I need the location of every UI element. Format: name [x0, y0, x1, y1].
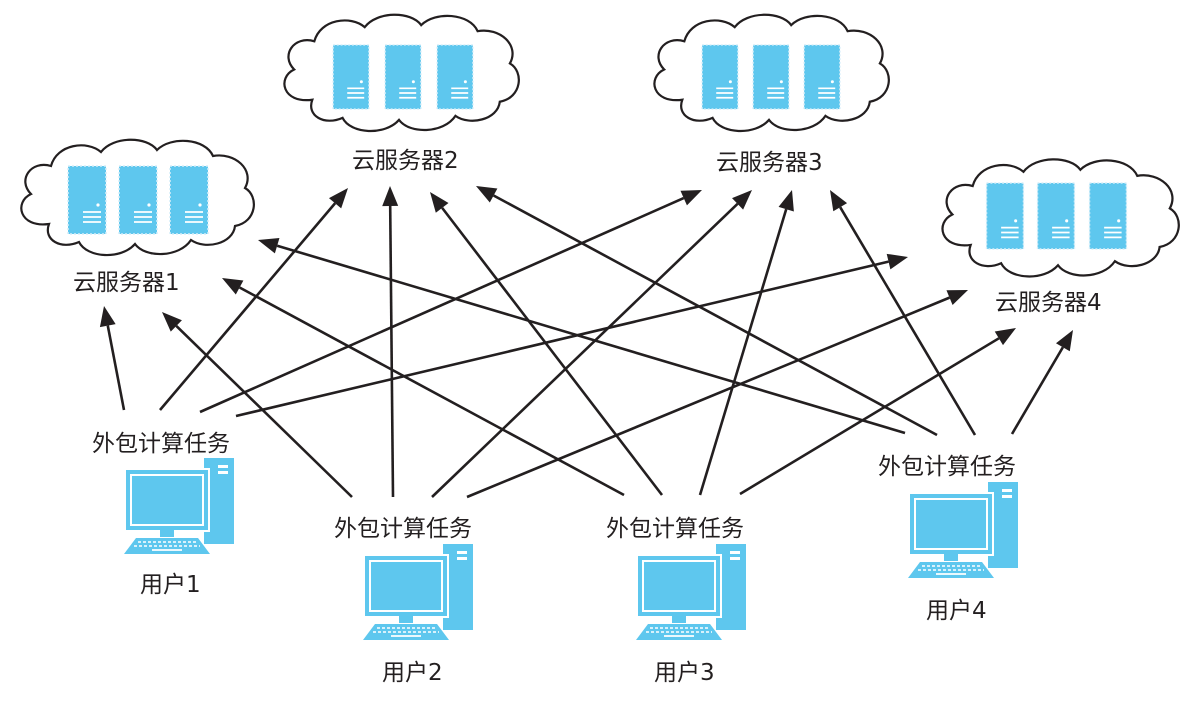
arrow-line: [698, 208, 788, 496]
server-rack-icon: [169, 165, 209, 235]
arrow-user2-to-server3: [431, 190, 752, 498]
arrowhead-icon: [222, 278, 244, 295]
server-rack-icon: [332, 44, 370, 110]
cloud-server-4: 云服务器4: [941, 158, 1180, 316]
arrowhead-icon: [476, 186, 498, 203]
user-4: 外包计算任务 用户4: [878, 454, 1019, 624]
cloud-server-1: 云服务器1: [20, 138, 255, 296]
server-rack-icon: [701, 44, 739, 110]
task-label: 外包计算任务: [878, 454, 1016, 480]
arrowhead-icon: [382, 186, 399, 207]
server-rack-icon: [803, 44, 841, 110]
cloud-server-2: 云服务器2: [283, 13, 520, 174]
arrowhead-icon: [778, 190, 794, 212]
arrowhead-icon: [830, 190, 848, 212]
user-label: 用户3: [654, 660, 715, 686]
arrow-line: [441, 207, 664, 496]
server-label: 云服务器4: [995, 290, 1102, 316]
arrow-user1-to-server4: [235, 253, 908, 418]
arrow-user3-to-server2: [430, 192, 664, 496]
arrow-line: [492, 194, 938, 437]
arrow-line: [199, 196, 685, 414]
arrowhead-icon: [946, 290, 968, 306]
task-label: 外包计算任务: [334, 516, 472, 542]
server-rack-icon: [384, 44, 422, 110]
task-label: 外包计算任务: [92, 431, 230, 457]
arrow-user4-to-server1: [258, 238, 906, 435]
computer-icon: [635, 543, 747, 641]
arrow-line: [175, 325, 353, 498]
task-label: 外包计算任务: [606, 516, 744, 542]
server-label: 云服务器2: [352, 148, 459, 174]
arrow-line: [276, 244, 906, 435]
server-rack-icon: [1036, 182, 1076, 250]
connection-arrows: [99, 186, 1073, 499]
server-label: 云服务器1: [73, 270, 180, 296]
arrow-user1-to-server3: [199, 190, 702, 414]
arrow-line: [159, 202, 337, 411]
arrow-user4-to-server2: [476, 186, 938, 437]
arrow-user4-to-server4: [1010, 330, 1073, 435]
server-rack-icon: [985, 182, 1025, 250]
arrow-line: [466, 296, 951, 499]
arrowhead-icon: [994, 328, 1016, 346]
arrow-line: [106, 325, 126, 411]
arrow-user1-to-server2: [159, 188, 348, 411]
arrow-line: [839, 206, 977, 436]
arrowhead-icon: [162, 312, 182, 332]
arrow-user2-to-server4: [466, 290, 968, 499]
user-3: 外包计算任务 用户3: [606, 516, 747, 686]
server-rack-icon: [67, 165, 107, 235]
arrow-line: [238, 286, 625, 497]
arrow-user2-to-server1: [162, 312, 353, 498]
cloud-server-3: 云服务器3: [653, 13, 890, 176]
arrowhead-icon: [1055, 330, 1073, 352]
arrow-line: [235, 260, 889, 418]
arrow-line: [739, 337, 1000, 496]
arrow-user4-to-server3: [830, 190, 977, 436]
user-1: 外包计算任务 用户1: [92, 431, 235, 598]
arrowhead-icon: [99, 306, 116, 328]
arrowhead-icon: [680, 190, 702, 206]
arrowhead-icon: [430, 192, 449, 213]
arrow-user1-to-server1: [99, 306, 126, 411]
server-rack-icon: [118, 165, 158, 235]
arrowhead-icon: [732, 190, 752, 210]
arrow-line: [388, 205, 395, 498]
arrow-user3-to-server1: [222, 278, 625, 497]
server-label: 云服务器3: [716, 150, 823, 176]
user-2: 外包计算任务 用户2: [334, 516, 474, 686]
user-label: 用户4: [926, 598, 987, 624]
server-rack-icon: [1088, 182, 1128, 250]
arrowhead-icon: [328, 188, 348, 209]
server-rack-icon: [752, 44, 790, 110]
arrowhead-icon: [886, 253, 908, 270]
computer-icon: [907, 482, 1019, 579]
arrow-user2-to-server2: [382, 186, 399, 498]
arrow-user3-to-server4: [739, 328, 1016, 496]
arrowhead-icon: [258, 238, 280, 254]
server-rack-icon: [436, 44, 474, 110]
user-label: 用户2: [382, 660, 443, 686]
arrow-line: [1010, 346, 1065, 435]
arrow-user3-to-server3: [698, 190, 794, 496]
arrow-line: [431, 202, 739, 498]
computer-icon: [123, 458, 235, 555]
computer-icon: [362, 543, 474, 641]
user-label: 用户1: [140, 572, 201, 598]
